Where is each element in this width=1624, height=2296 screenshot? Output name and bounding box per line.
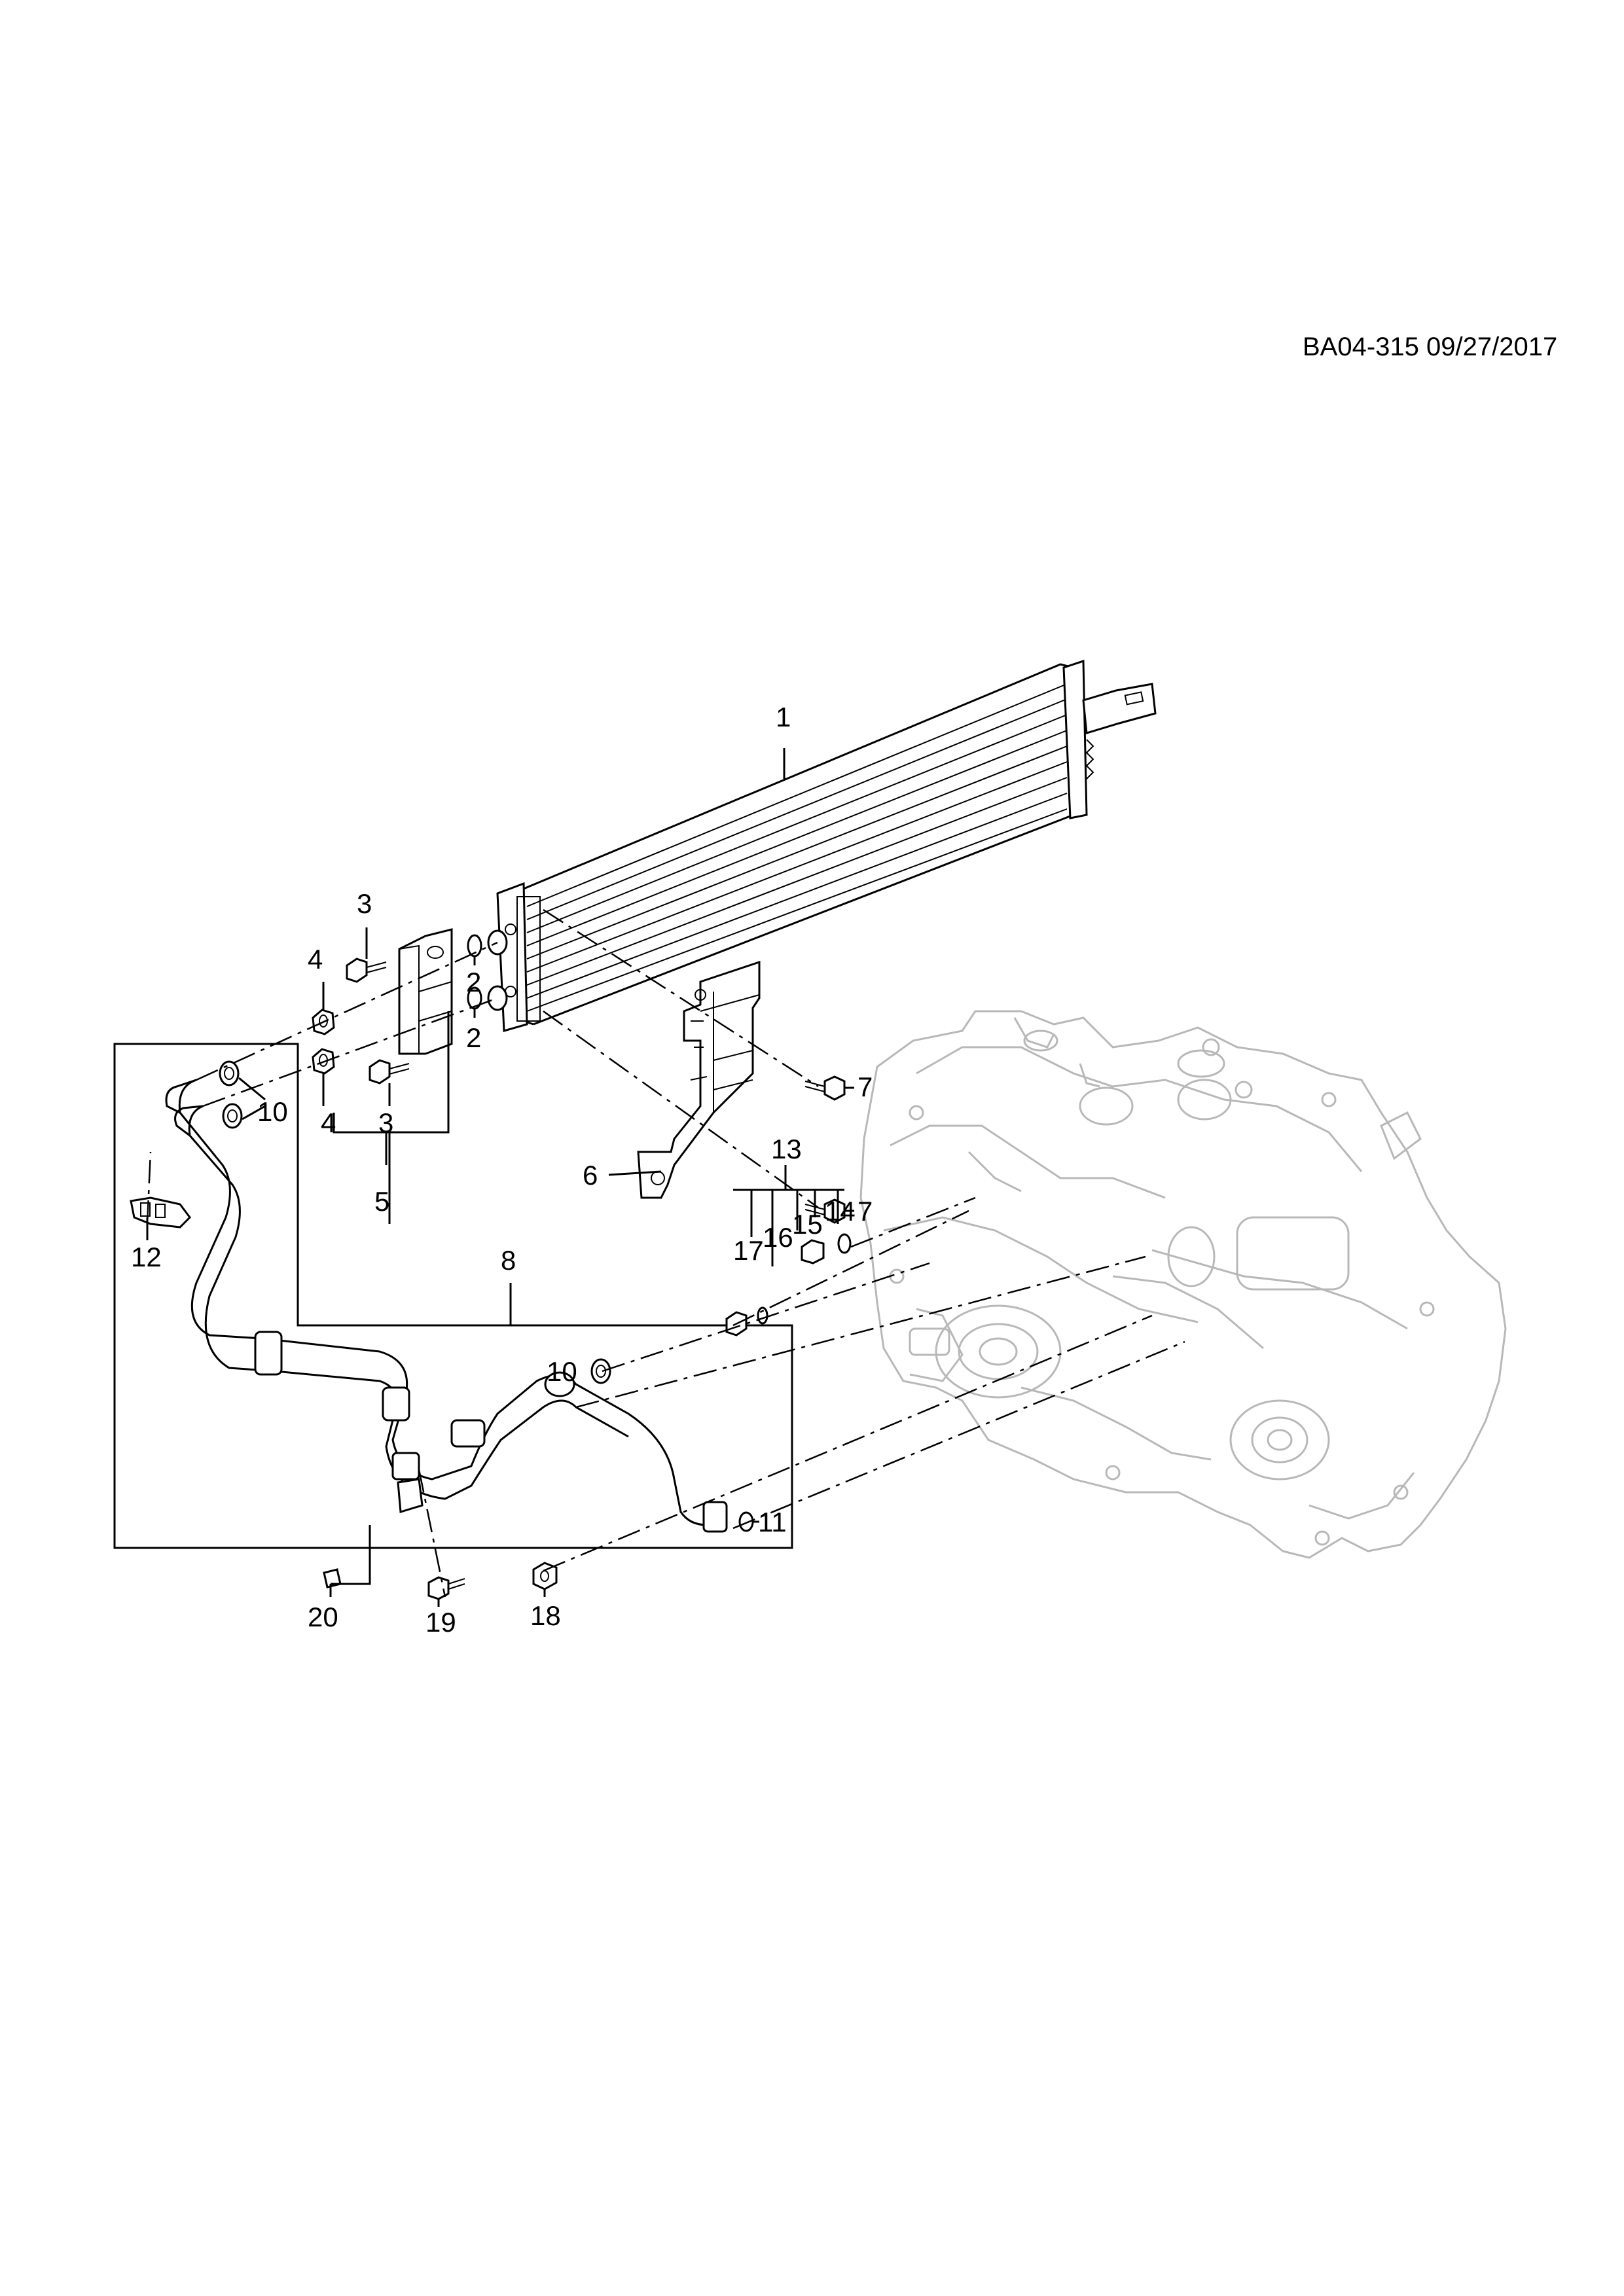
bolt-lower[interactable]: [369, 1059, 410, 1085]
callout-17[interactable]: 17: [733, 1235, 764, 1266]
callout-4-lower[interactable]: 4: [321, 1107, 336, 1138]
callout-5[interactable]: 5: [374, 1186, 390, 1217]
seal-mid[interactable]: [590, 1358, 611, 1384]
center-lines: [146, 908, 1185, 1598]
callout-3-lower[interactable]: 3: [378, 1107, 394, 1138]
callout-1[interactable]: 1: [776, 702, 791, 732]
cooler-hose-assembly[interactable]: [165, 1079, 728, 1533]
oil-cooler[interactable]: [487, 659, 1157, 1032]
callout-8[interactable]: 8: [501, 1245, 516, 1276]
callout-16[interactable]: 16: [763, 1222, 793, 1253]
bolt-upper[interactable]: [346, 958, 387, 983]
callout-2-upper[interactable]: 2: [466, 967, 482, 997]
callout-10-mid[interactable]: 10: [547, 1356, 577, 1387]
callout-18[interactable]: 18: [530, 1600, 561, 1631]
hose-clip[interactable]: [130, 1196, 191, 1229]
seal-top-upper[interactable]: [219, 1060, 240, 1086]
seal-top-lower[interactable]: [222, 1103, 243, 1129]
callout-6[interactable]: 6: [583, 1160, 598, 1191]
callout-14[interactable]: 14: [825, 1196, 856, 1227]
callout-2-lower[interactable]: 2: [466, 1022, 482, 1053]
nut-18[interactable]: [532, 1562, 558, 1590]
callout-7-upper[interactable]: 7: [857, 1071, 873, 1102]
bolt-19[interactable]: [427, 1576, 465, 1600]
callout-19[interactable]: 19: [425, 1607, 456, 1638]
callout-10-top[interactable]: 10: [257, 1096, 288, 1127]
callout-12[interactable]: 11: [758, 1507, 787, 1537]
callout-4-upper[interactable]: 4: [308, 944, 323, 975]
drawing-reference: BA04-315 09/27/2017: [1303, 332, 1558, 361]
fitting-14[interactable]: [837, 1233, 852, 1254]
o-ring-lower[interactable]: [467, 986, 482, 1010]
bracket-bolt-upper[interactable]: [804, 1075, 846, 1101]
callout-7-lower[interactable]: 7: [857, 1196, 873, 1227]
connector-block[interactable]: [398, 928, 453, 1055]
fitting-16[interactable]: [757, 1306, 768, 1325]
mounting-bracket[interactable]: [637, 960, 761, 1199]
callout-3-upper[interactable]: 3: [357, 888, 372, 919]
o-ring-upper[interactable]: [467, 934, 482, 958]
fitting-15[interactable]: [801, 1239, 825, 1265]
callout-13[interactable]: 13: [771, 1134, 802, 1164]
leader-lines: [146, 748, 854, 1607]
hose-assembly-frame: [113, 1043, 793, 1549]
callout-15[interactable]: 15: [792, 1209, 823, 1240]
callout-20[interactable]: 20: [308, 1602, 338, 1632]
transmission-assembly: [859, 1010, 1507, 1559]
callout-11[interactable]: 12: [131, 1242, 162, 1272]
